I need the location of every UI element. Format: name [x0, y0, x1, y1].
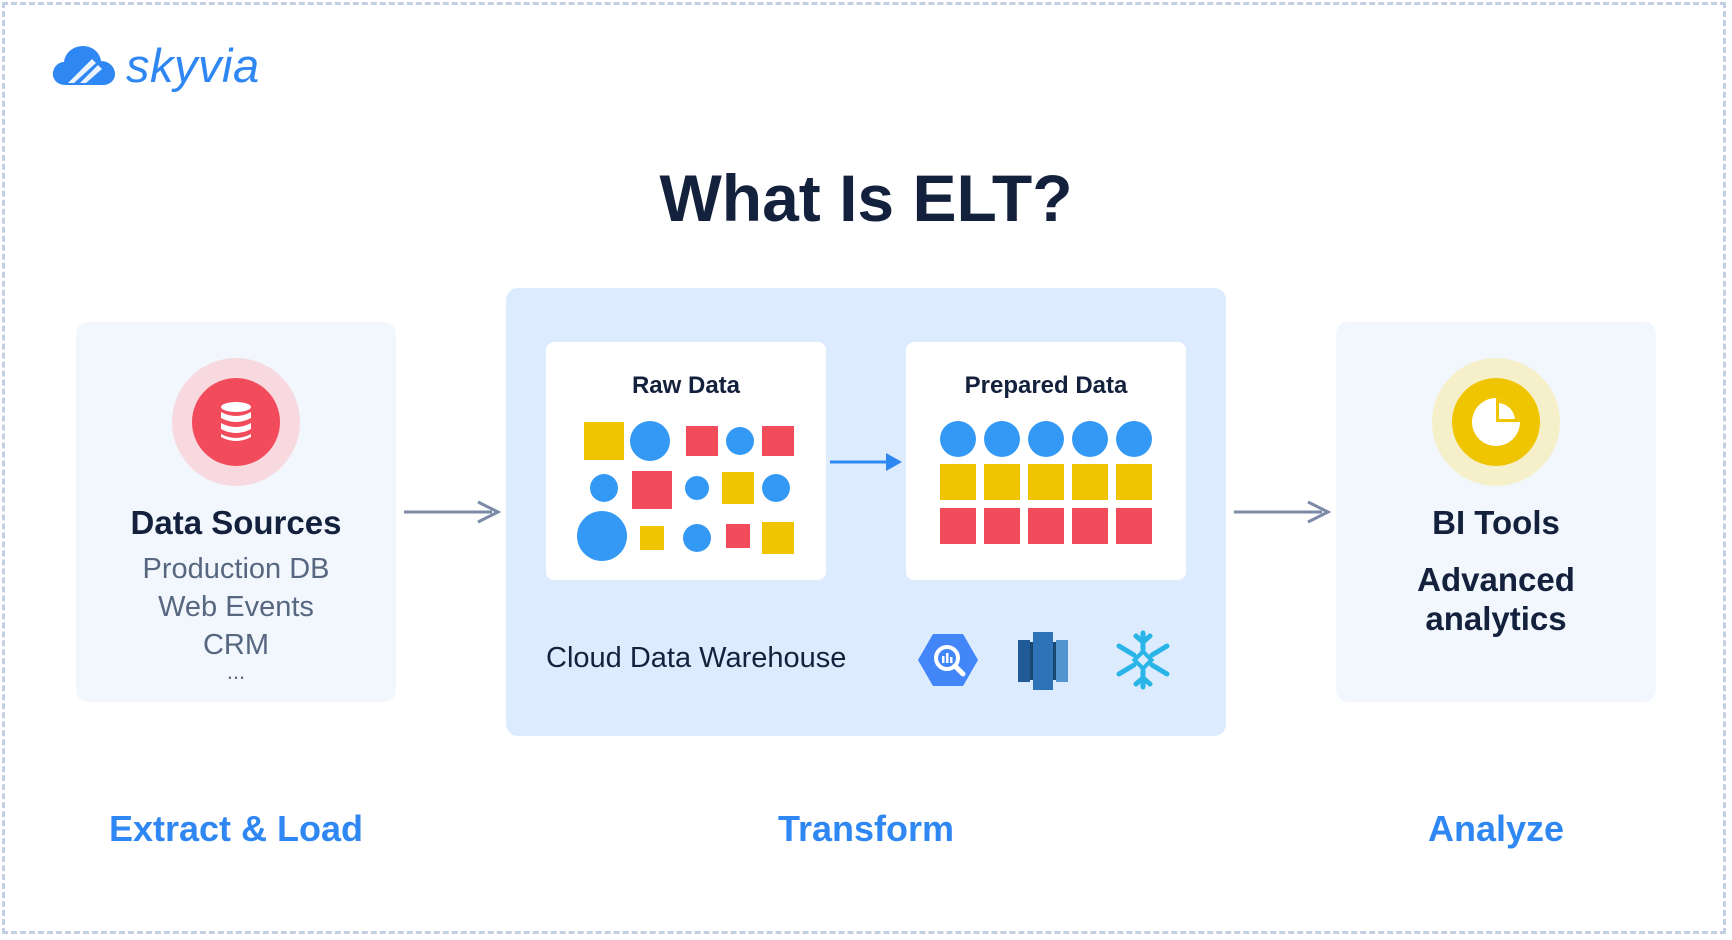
arrow-right-icon — [830, 453, 902, 471]
stage-extract-load: Extract & Load — [108, 808, 364, 849]
source-ellipsis: ... — [226, 659, 246, 684]
prepared-data-title: Prepared Data — [964, 372, 1128, 399]
warehouse-label: Cloud Data Warehouse — [546, 642, 847, 674]
pie-chart-icon — [1472, 398, 1520, 446]
chart-badge — [1432, 358, 1560, 486]
source-item: Production DB — [142, 553, 330, 585]
bi-tools-title: BI Tools — [1432, 504, 1560, 541]
data-sources-list: Production DB Web Events CRM ... — [76, 550, 396, 684]
snowflake-icon — [1116, 630, 1170, 690]
bi-subtitle-line: Advanced — [1417, 561, 1575, 598]
database-icon — [221, 402, 251, 441]
prepared-data-shapes — [940, 421, 1152, 544]
redshift-icon — [1018, 632, 1068, 690]
source-item: Web Events — [158, 591, 314, 623]
data-sources-title: Data Sources — [130, 504, 342, 541]
raw-data-title: Raw Data — [631, 372, 741, 399]
brand-logo: skyvia — [52, 38, 260, 93]
raw-data-card: Raw Data — [546, 342, 826, 580]
stage-transform: Transform — [777, 808, 955, 849]
raw-data-shapes — [577, 421, 794, 561]
page-title: What Is ELT? — [659, 161, 1073, 235]
stage-analyze: Analyze — [1427, 808, 1565, 849]
bi-subtitle-line: analytics — [1425, 600, 1567, 637]
source-item: CRM — [202, 629, 270, 661]
bi-tools-panel: BI Tools Advanced analytics — [1336, 322, 1656, 702]
cloud-icon — [52, 45, 115, 85]
arrow-right-icon — [404, 500, 502, 524]
database-badge — [172, 358, 300, 486]
bi-tools-subtitle: Advanced analytics — [1336, 560, 1656, 638]
data-sources-panel: Data Sources Production DB Web Events CR… — [76, 322, 396, 702]
brand-name: skyvia — [126, 39, 260, 92]
bigquery-icon — [918, 634, 978, 686]
cloud-data-warehouse: Raw Data Prepared Data — [506, 288, 1226, 736]
arrow-right-icon — [1234, 500, 1332, 524]
prepared-data-card: Prepared Data — [906, 342, 1186, 580]
